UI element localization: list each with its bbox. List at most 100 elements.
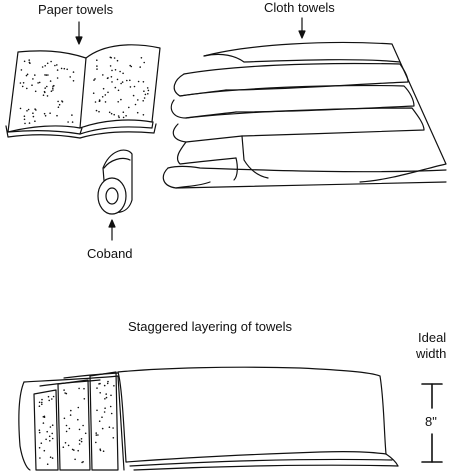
stipple-dot bbox=[64, 392, 66, 394]
stipple-dot bbox=[53, 84, 55, 87]
stipple-dot bbox=[117, 115, 120, 117]
stipple-dot bbox=[41, 403, 43, 406]
stipple-dot bbox=[43, 449, 46, 452]
stipple-dot bbox=[64, 442, 67, 444]
stipple-dot bbox=[41, 398, 43, 401]
stipple-dot bbox=[137, 99, 139, 101]
stipple-dot bbox=[65, 424, 68, 427]
stipple-dot bbox=[38, 431, 41, 434]
stipple-dot bbox=[44, 115, 47, 117]
stipple-dot bbox=[49, 426, 52, 428]
cloth-towels-label: Cloth towels bbox=[264, 0, 335, 15]
stipple-dot bbox=[95, 432, 97, 434]
stipple-dot bbox=[132, 94, 135, 97]
stipple-dot bbox=[77, 406, 80, 409]
stipple-dot bbox=[31, 84, 33, 86]
stipple-dot bbox=[63, 417, 66, 420]
stipple-dot bbox=[51, 398, 53, 400]
stipple-dot bbox=[20, 69, 23, 71]
stipple-dot bbox=[98, 420, 101, 423]
stipple-dot bbox=[98, 110, 100, 113]
stipple-dot bbox=[38, 405, 41, 408]
width-measurement-bracket bbox=[422, 384, 442, 462]
stipple-dot bbox=[51, 424, 54, 427]
stipple-dot bbox=[110, 412, 113, 415]
stipple-dot bbox=[122, 116, 125, 119]
stipple-dot bbox=[109, 65, 112, 67]
stipple-dot bbox=[38, 447, 41, 449]
stipple-dot bbox=[92, 92, 95, 94]
stipple-dot bbox=[74, 458, 76, 461]
stipple-dot bbox=[146, 87, 149, 89]
stipple-dot bbox=[99, 448, 101, 451]
stipple-dot bbox=[46, 62, 49, 65]
stipple-dot bbox=[116, 59, 119, 62]
stipple-dot bbox=[110, 56, 112, 59]
stipple-dot bbox=[38, 401, 41, 404]
stipple-dot bbox=[51, 457, 54, 459]
stipple-dot bbox=[99, 449, 102, 452]
paper-towels-illustration bbox=[6, 45, 160, 138]
stipple-dot bbox=[112, 437, 115, 439]
stipple-dot bbox=[80, 440, 83, 443]
stipple-dot bbox=[130, 65, 133, 68]
stipple-dot bbox=[96, 65, 98, 67]
stipple-dot bbox=[56, 64, 58, 66]
stipple-dot bbox=[98, 383, 100, 385]
stipple-dot bbox=[63, 67, 66, 70]
stipple-dot bbox=[96, 387, 98, 389]
stipple-dot bbox=[137, 80, 140, 83]
stipple-dot bbox=[136, 111, 139, 114]
stipple-dot bbox=[28, 61, 31, 64]
staggered-towels-illustration bbox=[19, 367, 398, 470]
stipple-dot bbox=[28, 122, 31, 124]
stipple-dot bbox=[52, 89, 54, 91]
stipple-dot bbox=[117, 89, 120, 92]
stipple-dot bbox=[101, 416, 103, 419]
stipple-dot bbox=[140, 57, 143, 59]
stipple-dot bbox=[23, 118, 26, 121]
stipple-dot bbox=[119, 70, 121, 73]
stipple-dot bbox=[112, 427, 114, 429]
stipple-dot bbox=[44, 65, 46, 67]
stipple-dot bbox=[129, 86, 132, 88]
stipple-dot bbox=[71, 114, 73, 116]
stipple-dot bbox=[110, 394, 112, 397]
stipple-dot bbox=[118, 116, 120, 119]
stipple-dot bbox=[34, 74, 36, 76]
stipple-dot bbox=[21, 85, 24, 88]
stipple-dot bbox=[104, 94, 107, 96]
stipple-dot bbox=[101, 427, 104, 430]
stipple-dot bbox=[50, 90, 53, 92]
stipple-dot bbox=[78, 439, 81, 442]
stipple-dot bbox=[56, 77, 59, 79]
stipple-dot bbox=[107, 380, 109, 383]
stipple-dot bbox=[42, 94, 45, 96]
stipple-dot bbox=[96, 59, 98, 61]
stipple-dot bbox=[40, 442, 43, 445]
stipple-dot bbox=[102, 87, 105, 90]
stipple-dot bbox=[114, 86, 117, 89]
stipple-dot bbox=[122, 111, 125, 113]
stipple-dot bbox=[61, 100, 63, 102]
stipple-dot bbox=[49, 440, 51, 442]
stipple-dot bbox=[80, 438, 83, 440]
measurement-value: 8" bbox=[425, 414, 437, 429]
stipple-dot bbox=[103, 411, 106, 413]
stipple-dot bbox=[103, 384, 106, 387]
stipple-dot bbox=[102, 74, 104, 76]
stipple-dot bbox=[45, 438, 47, 441]
stipple-dot bbox=[96, 68, 98, 70]
stipple-dot bbox=[24, 122, 26, 125]
stipple-dot bbox=[78, 387, 80, 390]
stipple-dot bbox=[45, 74, 48, 76]
stipple-dot bbox=[77, 449, 79, 452]
stipple-dot bbox=[69, 414, 72, 416]
stipple-dot bbox=[105, 393, 107, 395]
stipple-dot bbox=[25, 74, 28, 77]
stipple-dot bbox=[44, 74, 46, 76]
stipple-dot bbox=[72, 71, 75, 73]
stipple-dot bbox=[63, 389, 65, 391]
stipple-dot bbox=[142, 81, 145, 83]
